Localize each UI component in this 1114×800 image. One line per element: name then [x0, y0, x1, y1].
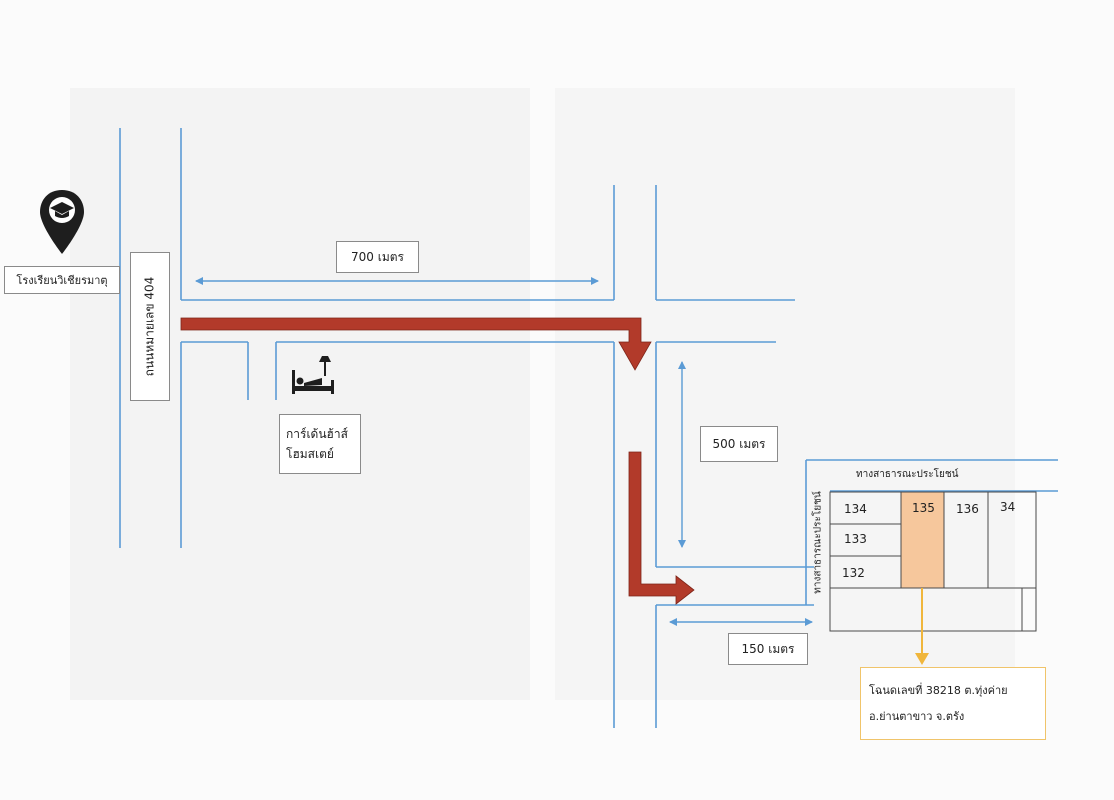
deed-line2: อ.ย่านตาขาว จ.ตรัง: [869, 710, 965, 723]
hotel-bed-icon: [292, 356, 334, 394]
route-arrows: [180, 317, 695, 605]
distance-label-500: 500 เมตร: [700, 426, 778, 462]
background-panel: [555, 88, 1015, 700]
plot-34: 34: [1000, 500, 1016, 514]
route-arrow-east-south: [180, 317, 652, 371]
plot-135: 135: [912, 501, 935, 515]
plot-grid: [829, 491, 1037, 632]
distance-label-150: 150 เมตร: [728, 633, 808, 665]
plot-136: 136: [956, 502, 979, 516]
public-way-label-side: ทางสาธารณะประโยชน์: [812, 491, 824, 594]
hotel-label-line2: โฮมสเตย์: [286, 447, 334, 461]
plot-133: 133: [844, 532, 867, 546]
school-label: โรงเรียนวิเชียรมาตุ: [4, 266, 120, 294]
public-way-label-top: ทางสาธารณะประโยชน์: [856, 469, 959, 480]
plot-135-highlight: [901, 492, 944, 588]
road-404-label: ถนนหมายเลข 404: [130, 252, 170, 401]
route-arrow-south-east: [628, 451, 695, 605]
deed-line1: โฉนดเลขที่ 38218 ต.ทุ่งค่าย: [869, 684, 1008, 697]
plot-132: 132: [842, 566, 865, 580]
distance-arrows: [195, 277, 813, 626]
hotel-label-line1: การ์เด้นฮ้าส์: [286, 427, 348, 441]
deed-info-box: โฉนดเลขที่ 38218 ต.ทุ่งค่าย อ.ย่านตาขาว …: [860, 667, 1046, 740]
hotel-label: การ์เด้นฮ้าส์ โฮมสเตย์: [279, 414, 361, 474]
graduation-cap-pin-icon: [40, 190, 84, 254]
road-network: [119, 128, 1058, 728]
distance-label-700: 700 เมตร: [336, 241, 419, 273]
deed-pointer-arrow: [915, 588, 929, 665]
plot-134: 134: [844, 502, 867, 516]
